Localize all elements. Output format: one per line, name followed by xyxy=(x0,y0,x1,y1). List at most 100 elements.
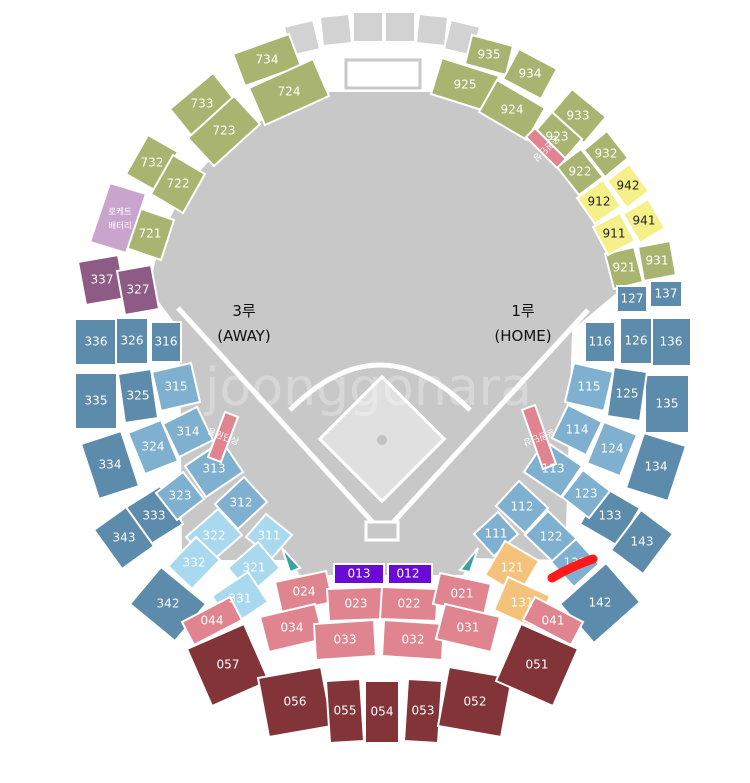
section-124[interactable] xyxy=(585,420,639,478)
section-343[interactable] xyxy=(92,505,156,571)
section-313[interactable] xyxy=(183,439,245,499)
section-label: 136 xyxy=(660,335,683,349)
scoreboard-seat[interactable] xyxy=(318,12,354,48)
section-123[interactable] xyxy=(560,468,612,520)
section-134[interactable] xyxy=(624,431,688,503)
section-924[interactable] xyxy=(477,78,547,142)
section-324[interactable] xyxy=(126,418,180,476)
section-931[interactable] xyxy=(636,239,678,283)
third-base-label: 3루 xyxy=(232,302,256,320)
section-732[interactable] xyxy=(124,133,180,193)
section-111[interactable] xyxy=(472,510,520,558)
scoreboard-seat[interactable] xyxy=(352,11,384,43)
section-114[interactable] xyxy=(550,403,604,457)
section-314[interactable] xyxy=(161,405,215,459)
section-051[interactable] xyxy=(494,622,580,708)
section-326[interactable] xyxy=(115,317,149,365)
section-115[interactable] xyxy=(563,361,615,413)
section-label: 326 xyxy=(121,334,144,348)
section-911[interactable] xyxy=(591,211,637,257)
section-325[interactable] xyxy=(116,367,160,425)
section-label: 732 xyxy=(141,156,164,170)
section-label: 034 xyxy=(281,621,304,635)
section-label: 053 xyxy=(412,704,435,718)
section-label: 911 xyxy=(603,227,626,241)
section-315[interactable] xyxy=(150,361,202,413)
section-116[interactable] xyxy=(584,321,616,363)
section-941[interactable] xyxy=(621,197,667,245)
section-label: 056 xyxy=(284,695,307,709)
section-112[interactable] xyxy=(494,479,550,535)
section-032[interactable] xyxy=(380,618,446,662)
section-label: 143 xyxy=(631,535,654,549)
section-label: 137 xyxy=(655,287,678,301)
section-label: 935 xyxy=(478,48,501,62)
section-722[interactable] xyxy=(149,153,207,215)
section-label: 324 xyxy=(142,440,165,454)
section-316[interactable] xyxy=(150,321,182,363)
section-label: 343 xyxy=(113,531,136,545)
section-125[interactable] xyxy=(605,365,649,423)
section-723[interactable] xyxy=(186,94,262,168)
cheer-zone[interactable] xyxy=(206,410,240,464)
section-126[interactable] xyxy=(619,317,653,365)
section-054[interactable] xyxy=(364,680,400,744)
highlight-mark xyxy=(547,554,598,583)
section-053[interactable] xyxy=(402,677,444,745)
section-label: 941 xyxy=(633,214,656,228)
section-143[interactable] xyxy=(609,508,675,576)
section-label: 024 xyxy=(293,585,316,599)
section-323[interactable] xyxy=(154,470,206,522)
teal-wedge-right[interactable] xyxy=(458,547,479,574)
section-label: 315 xyxy=(165,380,188,394)
section-724[interactable] xyxy=(247,57,331,127)
section-label: 933 xyxy=(567,109,590,123)
section-label: 724 xyxy=(278,85,301,99)
section-933[interactable] xyxy=(548,87,608,145)
section-label: 033 xyxy=(334,633,357,647)
section-934[interactable] xyxy=(501,47,559,101)
section-327[interactable] xyxy=(115,263,161,317)
section-031[interactable] xyxy=(434,602,502,654)
section-label: 012 xyxy=(397,567,420,581)
cheer-zone[interactable] xyxy=(520,403,558,471)
section-label: 323 xyxy=(169,489,192,503)
sections-layer xyxy=(74,11,692,745)
section-135[interactable] xyxy=(644,374,690,434)
section-label: 723 xyxy=(213,124,236,138)
section-label: 052 xyxy=(464,695,487,709)
section-044[interactable] xyxy=(180,595,244,647)
section-013[interactable] xyxy=(333,563,385,585)
section-912[interactable] xyxy=(575,178,623,226)
section-334[interactable] xyxy=(79,429,141,501)
third-base-side: (AWAY) xyxy=(217,327,270,345)
first-base-side: (HOME) xyxy=(494,327,551,345)
section-312[interactable] xyxy=(213,475,269,531)
rocket-battery[interactable] xyxy=(88,181,148,255)
cheer-zone[interactable] xyxy=(524,126,568,170)
section-label: 134 xyxy=(645,460,668,474)
section-label: 116 xyxy=(589,335,612,349)
section-label: 337 xyxy=(91,273,114,287)
section-332[interactable] xyxy=(166,535,222,591)
section-label: 131 xyxy=(511,596,534,610)
teal-wedge-left[interactable] xyxy=(281,547,302,574)
section-label: 311 xyxy=(258,529,281,543)
section-022[interactable] xyxy=(378,585,440,623)
scoreboard xyxy=(344,58,422,90)
section-012[interactable] xyxy=(387,563,433,585)
section-335[interactable] xyxy=(74,372,118,430)
section-033[interactable] xyxy=(312,618,378,662)
section-052[interactable] xyxy=(436,665,514,739)
section-942[interactable] xyxy=(605,162,651,210)
section-label: 배터리 xyxy=(108,222,131,232)
section-932[interactable] xyxy=(582,129,630,179)
section-label: 912 xyxy=(588,195,611,209)
section-137[interactable] xyxy=(649,280,683,308)
section-label: 054 xyxy=(371,705,394,719)
scoreboard-seat[interactable] xyxy=(414,12,450,48)
watermark: joonggonara xyxy=(204,358,532,418)
section-127[interactable] xyxy=(616,285,648,313)
scoreboard-seat[interactable] xyxy=(384,11,416,43)
